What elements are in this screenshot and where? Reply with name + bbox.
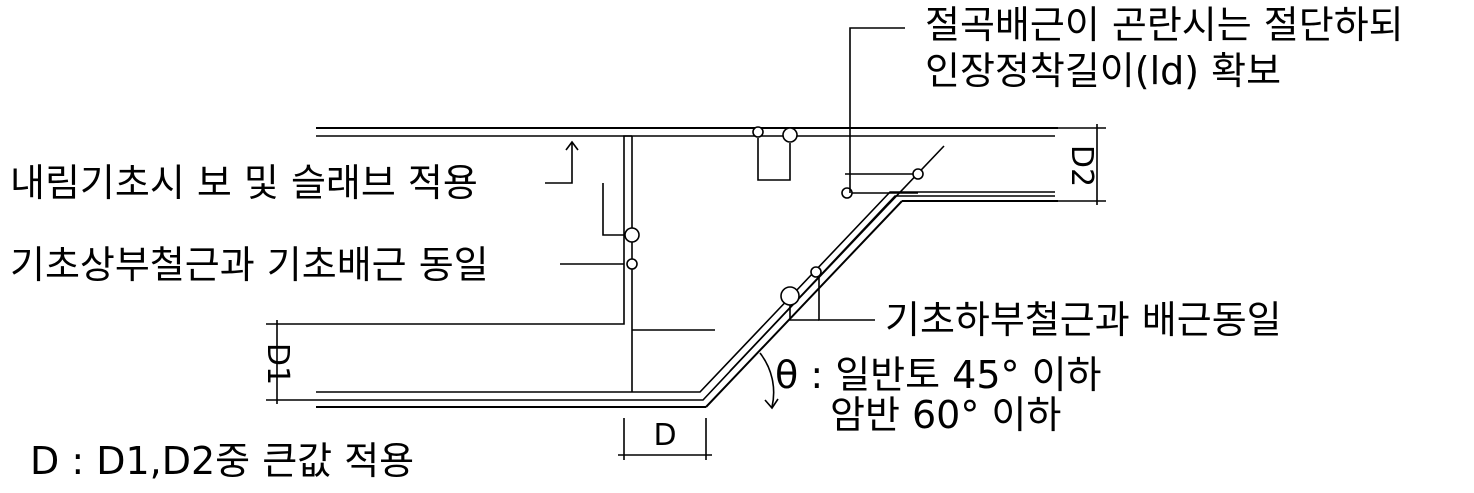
lower-foundation-top-rebar: [316, 135, 715, 331]
label-bent-bar-line1: 절곡배근이 곤란시는 절단하되: [925, 3, 1404, 47]
label-d-rule: D : D1,D2중 큰값 적용: [30, 439, 414, 483]
dimension-d2: D2: [1058, 124, 1106, 205]
leader-lines: [545, 27, 905, 321]
dimension-d: D: [618, 418, 712, 460]
label-drop-foundation: 내림기초시 보 및 슬래브 적용: [10, 161, 478, 205]
dimension-d1-label: D1: [260, 343, 295, 385]
label-angle-rock: 암반 60° 이하: [830, 393, 1061, 437]
label-angle-soil: θ : 일반토 45° 이하: [775, 353, 1102, 397]
label-top-rebar: 기초상부철근과 기초배근 동일: [10, 243, 489, 287]
label-bent-bar-line2: 인장정착길이(ld) 확보: [925, 49, 1281, 93]
cut-bent-bar: [729, 145, 945, 372]
rebar-section-dots: [624, 126, 924, 306]
dimension-d1: D1: [260, 320, 316, 404]
label-bottom-rebar: 기초하부철근과 배근동일: [885, 298, 1282, 342]
angle-theta-arc: [759, 352, 779, 410]
dimension-d-label: D: [653, 418, 676, 453]
concrete-outline: [316, 127, 1058, 408]
dimension-d2-label: D2: [1064, 145, 1099, 187]
